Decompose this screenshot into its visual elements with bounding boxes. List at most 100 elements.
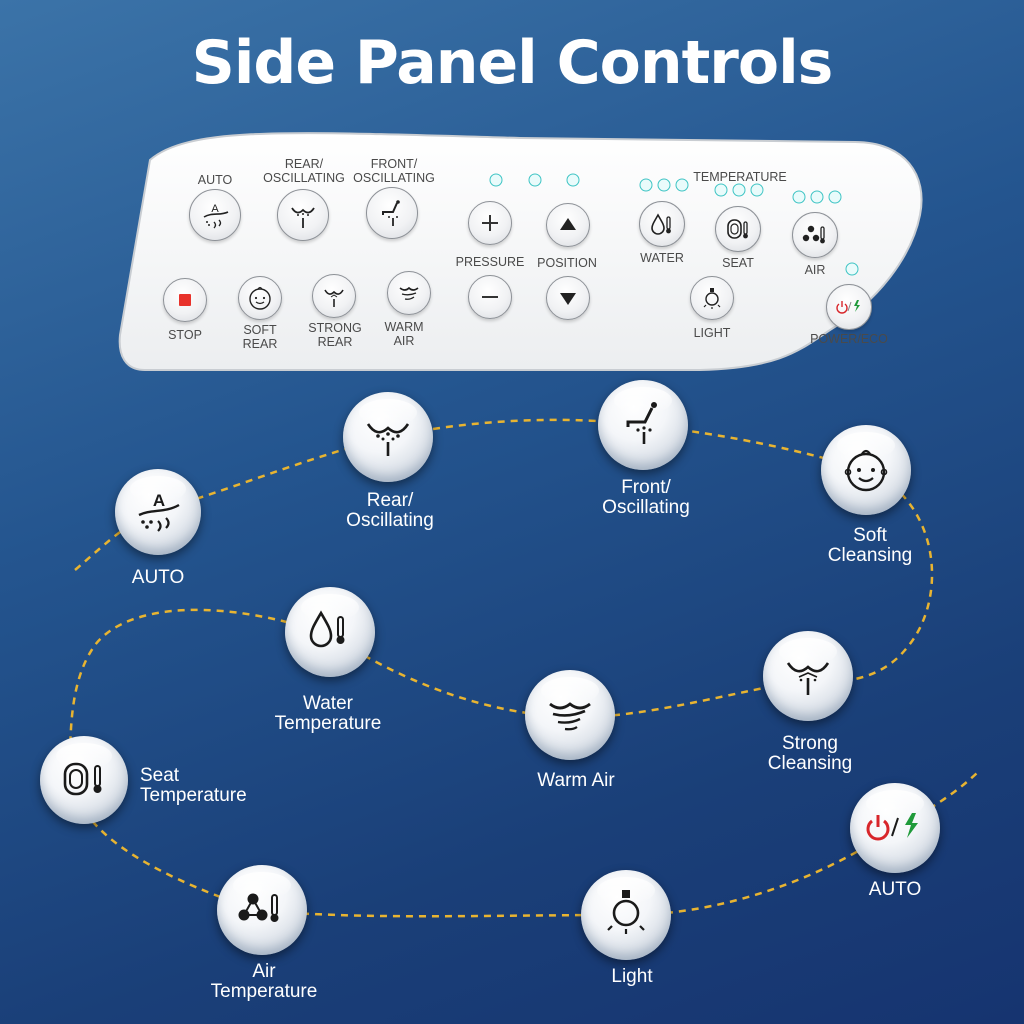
feature-label-front-oscillating-line2: Oscillating: [602, 497, 690, 518]
feature-air-temperature: [217, 865, 307, 955]
auto-button[interactable]: A: [189, 189, 241, 241]
panel-label-auto: AUTO: [197, 173, 233, 187]
panel-label-power-eco: POWER/ECO: [810, 332, 888, 346]
warm-air-button[interactable]: [387, 271, 431, 315]
rear-oscillating-icon: [366, 423, 410, 456]
soft-rear-button[interactable]: [238, 276, 282, 320]
feature-label-air-temperature-line1: Air: [252, 961, 276, 982]
panel-label-temperature: TEMPERATURE: [693, 170, 787, 184]
seat-indicator-dot: [714, 183, 728, 197]
feature-warm-air: [525, 670, 615, 760]
panel-label-rear-osc: REAR/OSCILLATING: [263, 157, 345, 185]
panel-label-strong-rear-line1: STRONG: [308, 321, 362, 335]
front-oscillating-icon: [626, 402, 657, 444]
pressure-down-button[interactable]: [468, 275, 512, 319]
air-indicator-dot: [810, 190, 824, 204]
panel-label-pressure: PRESSURE: [455, 255, 525, 269]
panel-label-front-osc: FRONT/OSCILLATING: [353, 157, 435, 185]
warm-air-icon: [399, 286, 419, 300]
rear-oscillating-button[interactable]: [277, 189, 329, 241]
feature-front-oscillating: [598, 380, 688, 470]
air-indicator-dot: [792, 190, 806, 204]
light-button[interactable]: [690, 276, 734, 320]
panel-label-water: WATER: [640, 251, 684, 265]
panel-label-position: POSITION: [537, 256, 597, 270]
panel-label-soft-rear-line1: SOFT: [243, 323, 277, 337]
feature-label-rear-oscillating: Rear/Oscillating: [346, 491, 434, 531]
feature-label-soft-cleansing-line2: Cleansing: [827, 545, 913, 566]
front-oscillating-icon: [382, 200, 400, 226]
feature-light: [581, 870, 671, 960]
light-icon: [607, 890, 645, 934]
feature-rear-oscillating: [343, 392, 433, 482]
svg-text:A: A: [211, 203, 219, 215]
strong-cleansing-icon: [324, 289, 344, 307]
feature-label-seat-temperature-line2: Temperature: [140, 785, 247, 806]
air-temperature-icon: [802, 225, 825, 244]
feature-label-strong-cleansing-line1: Strong: [782, 733, 838, 754]
feature-label-auto: AUTO: [131, 567, 185, 588]
down-arrow-icon: [560, 293, 576, 305]
front-oscillating-button[interactable]: [366, 187, 418, 239]
air-temperature-button[interactable]: [792, 212, 838, 258]
strong-cleansing-icon: [786, 662, 830, 695]
seat-indicator-dot: [750, 183, 764, 197]
soft-cleansing-icon: [844, 449, 888, 492]
feature-label-warm-air: Warm Air: [537, 770, 615, 791]
feature-soft-cleansing: [821, 425, 911, 515]
feature-label-power-auto: AUTO: [868, 879, 922, 900]
feature-strong-cleansing: [763, 631, 853, 721]
position-down-button[interactable]: [546, 276, 590, 320]
water-temperature-icon: [651, 213, 671, 235]
light-icon: [703, 288, 721, 309]
feature-label-air-temperature-line2: Temperature: [210, 981, 318, 1002]
panel-label-rear-osc-line2: OSCILLATING: [263, 171, 345, 185]
feature-label-soft-cleansing-line1: Soft: [853, 525, 887, 546]
auto-icon: A: [138, 491, 180, 532]
water-temperature-button[interactable]: [639, 201, 685, 247]
panel-label-front-osc-line1: FRONT/: [370, 157, 418, 171]
rear-oscillating-icon: [291, 207, 315, 228]
feature-auto: A: [115, 469, 201, 555]
panel-label-soft-rear-line2: REAR: [242, 337, 278, 351]
auto-icon: A: [203, 203, 229, 229]
power-eco-icon: [866, 813, 918, 841]
seat-temperature-icon: [63, 762, 102, 796]
position-indicator-dot: [566, 173, 580, 187]
feature-water-temperature: [285, 587, 375, 677]
power-eco-button[interactable]: [826, 284, 872, 330]
svg-text:A: A: [153, 491, 165, 510]
feature-label-seat-temperature-line1: Seat: [140, 765, 180, 786]
panel-label-seat: SEAT: [722, 256, 754, 270]
feature-label-front-oscillating: Front/Oscillating: [602, 478, 690, 518]
position-up-button[interactable]: [546, 203, 590, 247]
power-indicator-dot: [845, 262, 859, 276]
stop-icon: [179, 294, 191, 306]
pressure-up-button[interactable]: [468, 201, 512, 245]
water-indicator-dot: [675, 178, 689, 192]
feature-label-light: Light: [611, 966, 653, 987]
feature-label-front-oscillating-line1: Front/: [621, 477, 671, 498]
water-indicator-dot: [639, 178, 653, 192]
seat-temperature-button[interactable]: [715, 206, 761, 252]
feature-label-rear-oscillating-line1: Rear/: [366, 490, 414, 511]
feature-label-water-temperature-line2: Temperature: [274, 713, 382, 734]
panel-label-strong-rear-line2: REAR: [317, 335, 353, 349]
panel-label-warm-air-line2: AIR: [393, 334, 415, 348]
strong-rear-button[interactable]: [312, 274, 356, 318]
feature-label-rear-oscillating-line2: Oscillating: [346, 510, 434, 531]
water-indicator-dot: [657, 178, 671, 192]
stop-button[interactable]: [163, 278, 207, 322]
panel-label-light: LIGHT: [693, 326, 731, 340]
up-arrow-icon: [560, 218, 576, 230]
warm-air-icon: [549, 702, 591, 731]
